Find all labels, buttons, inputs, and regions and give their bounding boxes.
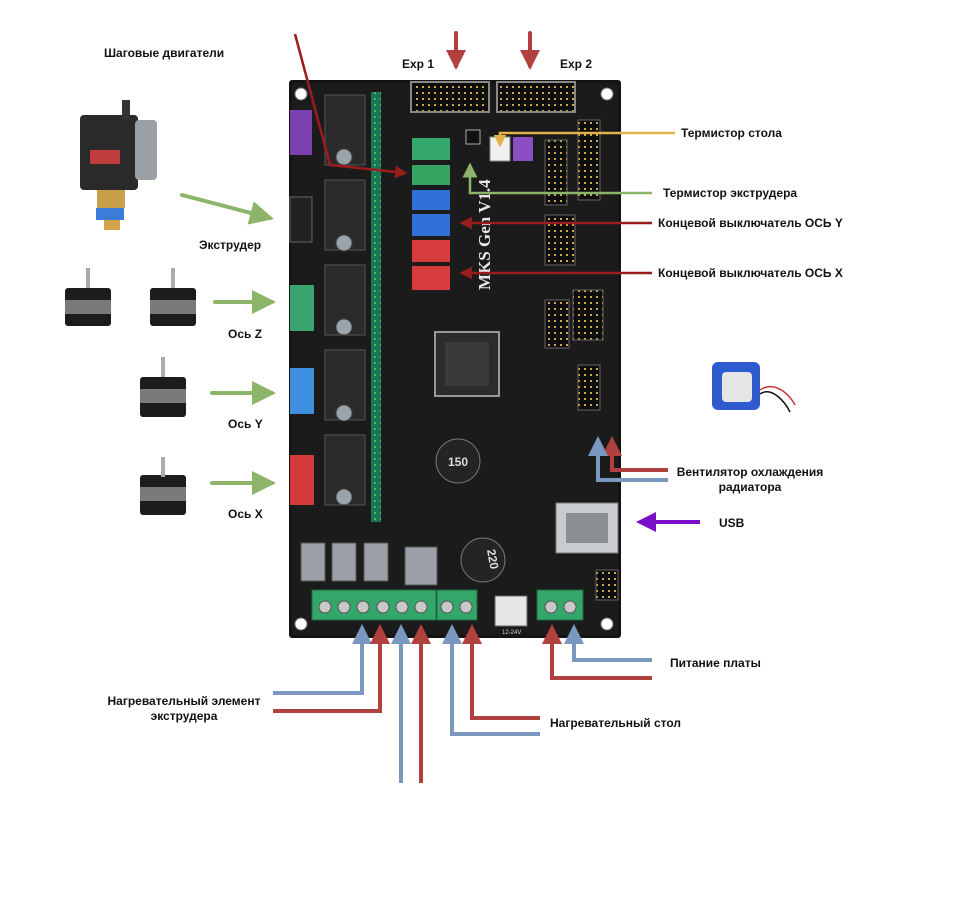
- extruder-arrow: [180, 193, 274, 225]
- radiator-fan-picture: [712, 362, 796, 413]
- usb-label: USB: [719, 516, 745, 530]
- board-power-label: Питание платы: [670, 656, 761, 670]
- hotend-heater-label-line2: экструдера: [150, 709, 218, 723]
- control-board: MKS Gen V1.4 150 220: [289, 80, 621, 638]
- stepper-motor-x: [140, 457, 186, 515]
- extruder-motor-connector-e1: [290, 110, 312, 155]
- y-motor-connector: [290, 368, 314, 414]
- bed-red-wire: [462, 624, 540, 720]
- e1-motor-line: [293, 33, 408, 179]
- hotend-heater-red-wire: [273, 624, 390, 713]
- hotend-heater-blue-wire: [273, 624, 372, 695]
- exp2-label: Exp 2: [560, 57, 593, 71]
- power-silkscreen: 12-24V: [502, 630, 521, 636]
- endstop-x-label: Концевой выключатель ОСЬ X: [658, 266, 843, 280]
- svg-text:220: 220: [484, 548, 501, 570]
- extruder-motor-connector: [289, 196, 313, 243]
- fan-label-line2: радиатора: [718, 480, 782, 494]
- extruder-label: Экструдер: [199, 238, 262, 252]
- z-motor-connector: [290, 285, 314, 331]
- axis-z-label: Ось Z: [228, 327, 263, 341]
- extruder-thermistor-line: [462, 162, 652, 195]
- board-silkscreen: MKS Gen V1.4: [475, 179, 494, 290]
- inductor-150: 150: [435, 438, 481, 484]
- bed-thermistor-line: [493, 131, 675, 148]
- stepper-motor-y: [140, 357, 186, 417]
- heated-bed-label: Нагревательный стол: [550, 716, 682, 730]
- stepper-motor-z2: [150, 268, 196, 326]
- hotend-heater-label-line1: Нагревательный элемент: [107, 694, 261, 708]
- exp2-header: [496, 81, 576, 113]
- extruder-picture: [80, 100, 157, 230]
- exp1-header: [410, 81, 490, 113]
- exp1-label: Exp 1: [402, 57, 435, 71]
- steppers-label: Шаговые двигатели: [104, 46, 225, 60]
- fan-wire-blue: [588, 436, 668, 482]
- fan-label: Вентилятор охлаждения радиатора: [672, 465, 828, 495]
- axis-x-label: Ось X: [228, 507, 263, 521]
- fan-label-line1: Вентилятор охлаждения: [676, 465, 824, 479]
- board-power-blue-wire: [564, 624, 652, 662]
- endstop-y-label: Концевой выключатель ОСЬ Y: [658, 216, 843, 230]
- inductor-220: 220: [460, 537, 506, 583]
- axis-y-label: Ось Y: [228, 417, 263, 431]
- board-power-red-wire: [542, 624, 652, 680]
- fan-wire-red: [602, 436, 668, 472]
- bed-thermistor-label: Термистор стола: [681, 126, 782, 140]
- hotend-heater-label: Нагревательный элемент экструдера: [100, 694, 268, 724]
- svg-text:150: 150: [448, 455, 468, 469]
- x-motor-connector: [290, 455, 314, 505]
- extruder-thermistor-label: Термистор экструдера: [663, 186, 798, 200]
- bed-blue-wire: [442, 624, 540, 736]
- stepper-motor-z1: [65, 268, 111, 326]
